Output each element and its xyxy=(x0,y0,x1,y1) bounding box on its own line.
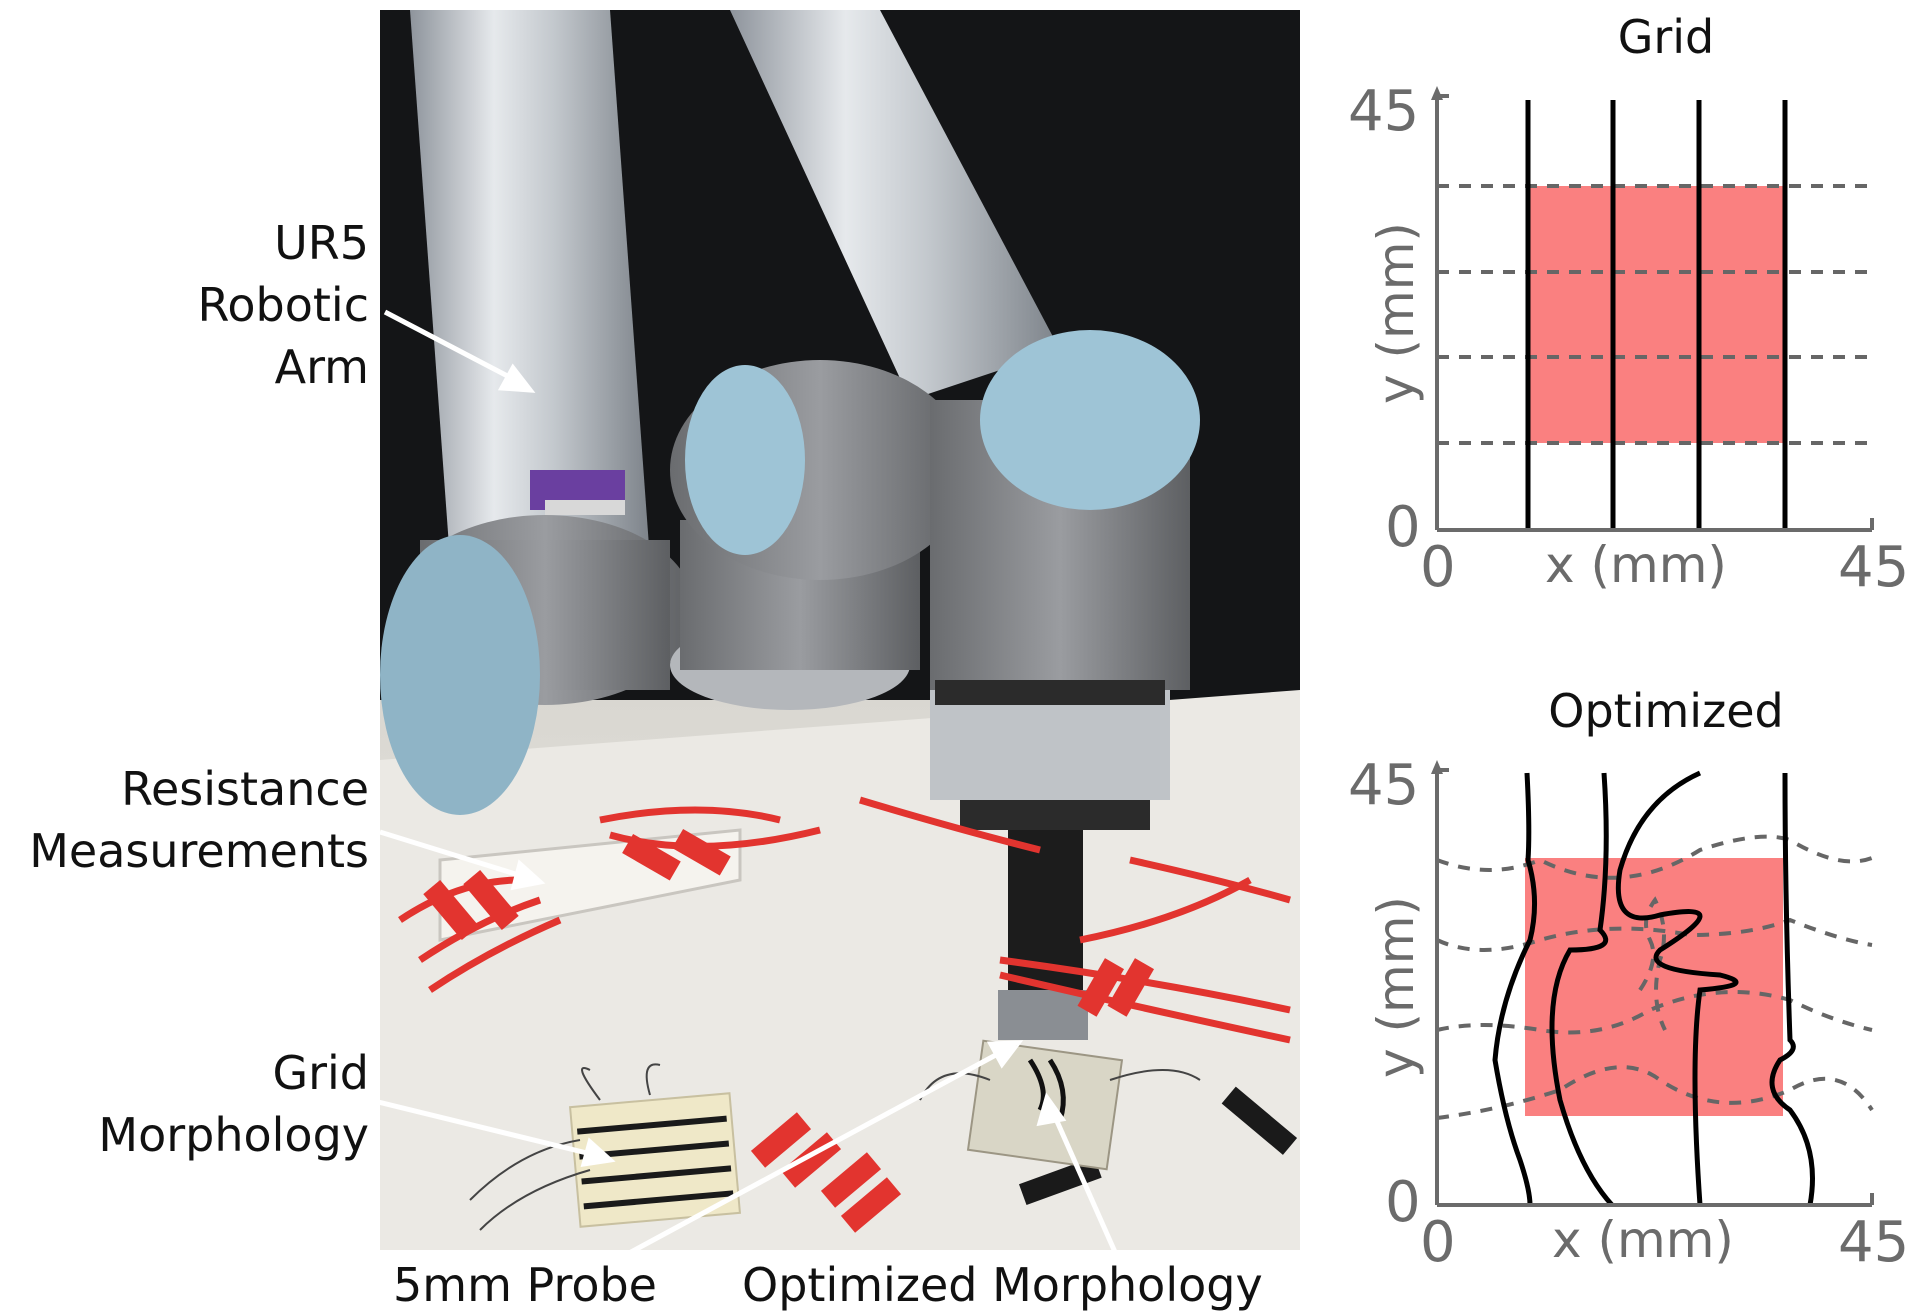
optimized-y-axis-label: y (mm) xyxy=(1367,896,1425,1078)
annotation-ur5-line2: Robotic xyxy=(197,278,370,332)
grid-y-axis-label: y (mm) xyxy=(1367,222,1425,404)
optimized-x-max-label: 45 xyxy=(1838,1210,1910,1275)
grid-panel-plot xyxy=(1431,86,1874,532)
annotation-resistance: Resistance Measurements xyxy=(29,758,369,882)
optimized-panel-title: Optimized xyxy=(1548,684,1784,738)
grid-panel-title: Grid xyxy=(1617,10,1715,64)
grid-x-max-label: 45 xyxy=(1838,535,1910,600)
optimized-x-min-label: 0 xyxy=(1420,1210,1456,1275)
annotation-resistance-line1: Resistance xyxy=(121,762,369,816)
annotation-ur5-line1: UR5 xyxy=(274,216,369,270)
optimized-x-axis-label: x (mm) xyxy=(1552,1211,1734,1269)
grid-x-min-label: 0 xyxy=(1420,535,1456,600)
grid-x-axis-label: x (mm) xyxy=(1545,536,1727,594)
annotation-grid-morphology: Grid Morphology xyxy=(98,1042,369,1166)
annotation-optimized-morphology: Optimized Morphology xyxy=(742,1258,1263,1312)
grid-y-max-label: 45 xyxy=(1348,79,1420,144)
optimized-y-max-label: 45 xyxy=(1348,753,1420,818)
grid-y-min-label: 0 xyxy=(1385,495,1421,560)
annotation-ur5-line3: Arm xyxy=(274,340,369,394)
annotation-grid-morphology-line1: Grid xyxy=(272,1046,369,1100)
annotation-probe: 5mm Probe xyxy=(393,1258,657,1312)
annotation-resistance-line2: Measurements xyxy=(29,824,369,878)
annotation-grid-morphology-line2: Morphology xyxy=(98,1108,369,1162)
optimized-y-min-label: 0 xyxy=(1385,1170,1421,1235)
optimized-panel-plot xyxy=(1431,760,1874,1207)
annotation-ur5: UR5 Robotic Arm xyxy=(198,212,370,398)
